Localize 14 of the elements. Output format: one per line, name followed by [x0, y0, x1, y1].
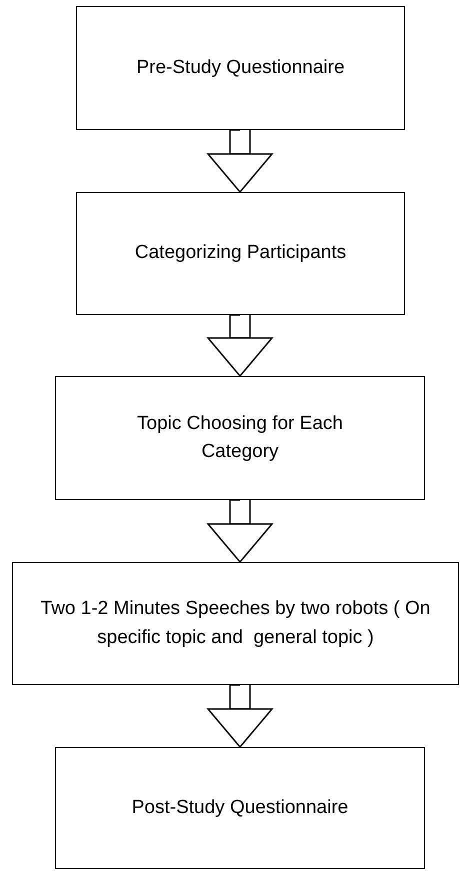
process-box [55, 747, 425, 869]
hollow-arrow [207, 129, 273, 193]
hollow-arrow [207, 314, 273, 377]
process-box [55, 376, 425, 500]
box-text: Post-Study Questionnaire [132, 796, 348, 820]
box-text: Categorizing Participants [134, 241, 346, 266]
process-box [76, 6, 405, 130]
process-box [12, 562, 459, 685]
hollow-arrow [207, 499, 273, 563]
box-text: Two 1-2 Minutes Speeches by two robots ( On specific topic and general topic ) [40, 597, 432, 650]
box-text: Topic Choosing for Each Category [136, 412, 344, 464]
box-text: Pre-Study Questionnaire [136, 56, 345, 80]
process-box [76, 192, 405, 315]
hollow-arrow [207, 684, 273, 748]
